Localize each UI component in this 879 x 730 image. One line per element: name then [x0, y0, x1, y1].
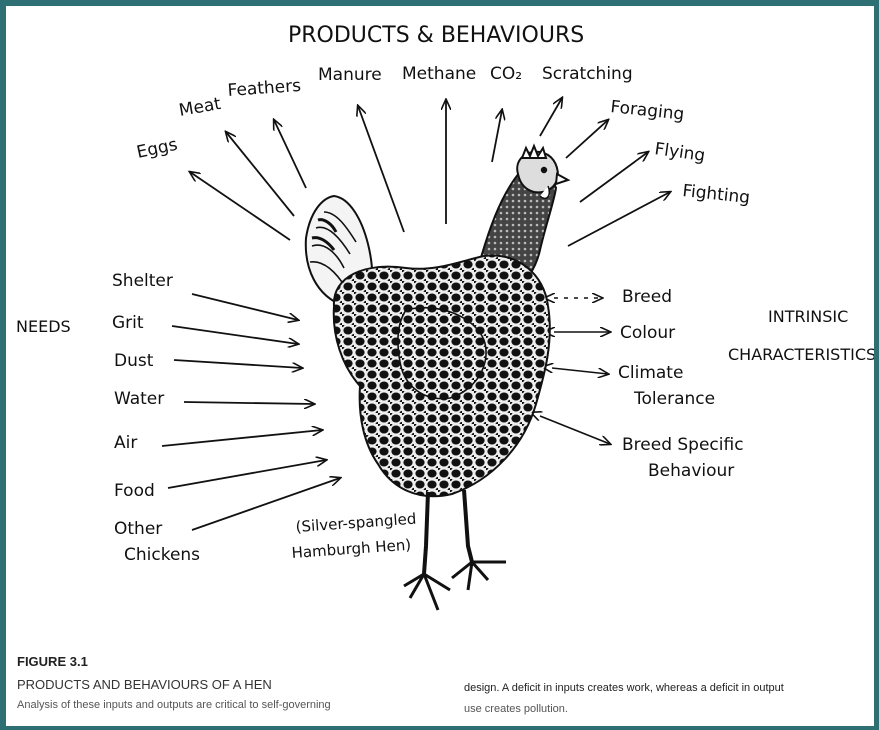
- needs-heading: NEEDS: [16, 317, 71, 336]
- hen-eye: [542, 168, 546, 172]
- intrinsic-heading-line2: CHARACTERISTICS: [728, 345, 874, 364]
- arrow-climate: [552, 368, 608, 374]
- figure-title: PRODUCTS AND BEHAVIOURS OF A HEN: [17, 677, 272, 692]
- arrow-dust: [174, 360, 302, 368]
- intrinsic-breed-label: Breed: [622, 287, 672, 307]
- figure-frame: PRODUCTS & BEHAVIOURS Eggs Meat Feathers…: [6, 6, 874, 726]
- product-manure-label: Manure: [318, 65, 382, 85]
- need-air-label: Air: [114, 433, 137, 453]
- product-eggs-label: Eggs: [135, 135, 180, 163]
- product-methane-label: Methane: [402, 64, 476, 84]
- need-grit-label: Grit: [112, 313, 144, 333]
- arrow-air: [162, 430, 322, 446]
- intrinsic-climate-label: Climate: [618, 363, 683, 383]
- behaviour-flying-label: Flying: [653, 139, 706, 166]
- behaviour-scratching-label: Scratching: [542, 64, 633, 84]
- need-other-label: Other: [114, 519, 162, 539]
- hen-right-leg: [464, 490, 472, 562]
- need-chickens-label: Chickens: [124, 545, 200, 565]
- caption-right-text-2: use creates pollution.: [464, 703, 568, 715]
- hen-left-leg: [424, 492, 428, 574]
- need-water-label: Water: [114, 389, 164, 409]
- intrinsic-colour-label: Colour: [620, 323, 675, 343]
- figure-number: FIGURE 3.1: [17, 654, 88, 669]
- hen-diagram: PRODUCTS & BEHAVIOURS Eggs Meat Feathers…: [6, 6, 874, 646]
- hen-comb: [522, 146, 546, 158]
- arrow-food: [168, 460, 326, 488]
- product-meat-label: Meat: [177, 94, 222, 121]
- caption-right-text-1: design. A deficit in inputs creates work…: [464, 682, 784, 694]
- arrow-flying: [580, 152, 648, 202]
- behaviour-fighting-label: Fighting: [681, 181, 751, 208]
- arrow-breed-specific: [540, 416, 610, 444]
- need-dust-label: Dust: [114, 351, 154, 371]
- arrow-foraging: [566, 120, 608, 158]
- arrow-water: [184, 402, 314, 404]
- product-co2-label: CO₂: [490, 64, 522, 84]
- arrow-shelter: [192, 294, 298, 320]
- arrow-manure: [358, 106, 404, 232]
- intrinsic-breed-specific-label: Breed Specific: [622, 435, 744, 455]
- arrow-grit: [172, 326, 298, 344]
- hen-breed-label-line1: (Silver-spangled: [295, 510, 417, 536]
- intrinsic-heading-line1: INTRINSIC: [768, 307, 848, 326]
- need-food-label: Food: [114, 481, 155, 501]
- product-feathers-label: Feathers: [227, 76, 302, 101]
- arrow-eggs: [190, 172, 290, 240]
- arrow-feathers: [274, 120, 306, 188]
- behaviour-foraging-label: Foraging: [609, 97, 685, 125]
- hen-beak: [556, 174, 568, 184]
- diagram-title: PRODUCTS & BEHAVIOURS: [288, 23, 584, 48]
- hen-right-foot: [452, 562, 506, 590]
- arrow-scratching: [540, 98, 562, 136]
- caption-left-text: Analysis of these inputs and outputs are…: [17, 699, 331, 711]
- hen-left-foot: [404, 574, 450, 610]
- needs-arrows: [162, 294, 340, 530]
- hen-breed-label-line2: Hamburgh Hen): [291, 536, 412, 562]
- product-arrows: [190, 98, 670, 246]
- arrow-co2: [492, 110, 502, 162]
- intrinsic-tolerance-label: Tolerance: [633, 389, 715, 409]
- intrinsic-behaviour-label: Behaviour: [648, 461, 734, 481]
- need-shelter-label: Shelter: [112, 271, 173, 291]
